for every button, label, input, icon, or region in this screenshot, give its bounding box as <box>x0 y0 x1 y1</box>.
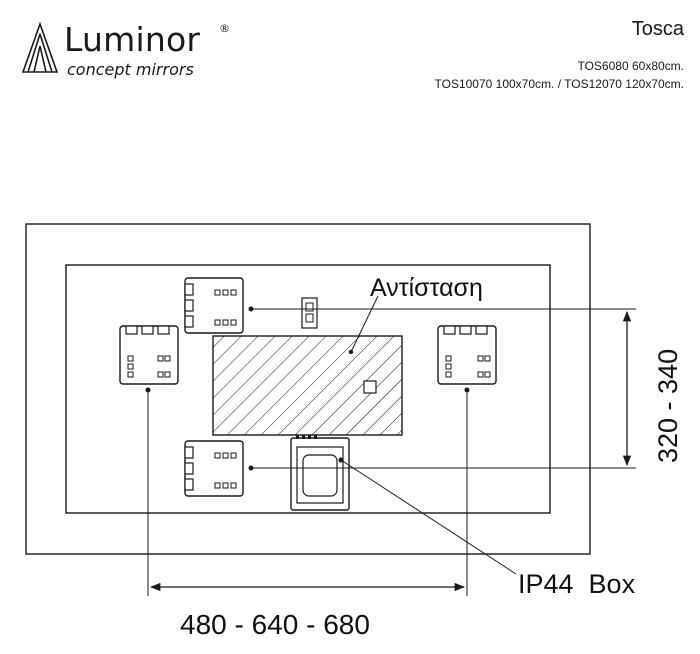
brand-name: Luminor <box>64 20 201 59</box>
product-model-line-1: TOS6080 60x80cm. <box>577 59 684 73</box>
bracket-left <box>119 325 179 393</box>
sensor-switch-icon <box>301 297 318 329</box>
brand-tagline: concept mirrors <box>67 60 194 79</box>
mirror-inner-border <box>65 264 551 514</box>
dimension-horizontal-label: 480 - 640 - 680 <box>180 609 370 640</box>
bracket-bottom-left <box>184 440 254 497</box>
heater-leader-line <box>350 295 379 353</box>
dimension-vertical-label: 320 - 340 <box>653 349 683 463</box>
bracket-top-left <box>184 277 254 334</box>
luminor-logo-icon <box>21 22 59 73</box>
product-model-line-2: TOS10070 100x70cm. / TOS12070 120x70cm. <box>434 77 685 91</box>
heater-connector <box>363 380 377 394</box>
registered-mark: ® <box>219 22 230 35</box>
ip44-leader-line <box>340 459 517 575</box>
mirror-outer-frame <box>25 223 591 555</box>
ip44-box <box>290 435 350 511</box>
bracket-right <box>437 325 497 393</box>
ip44-box-label: IP44 Box <box>518 569 636 599</box>
heater-label: Αντίσταση <box>370 274 483 302</box>
product-title: Tosca <box>631 18 684 40</box>
